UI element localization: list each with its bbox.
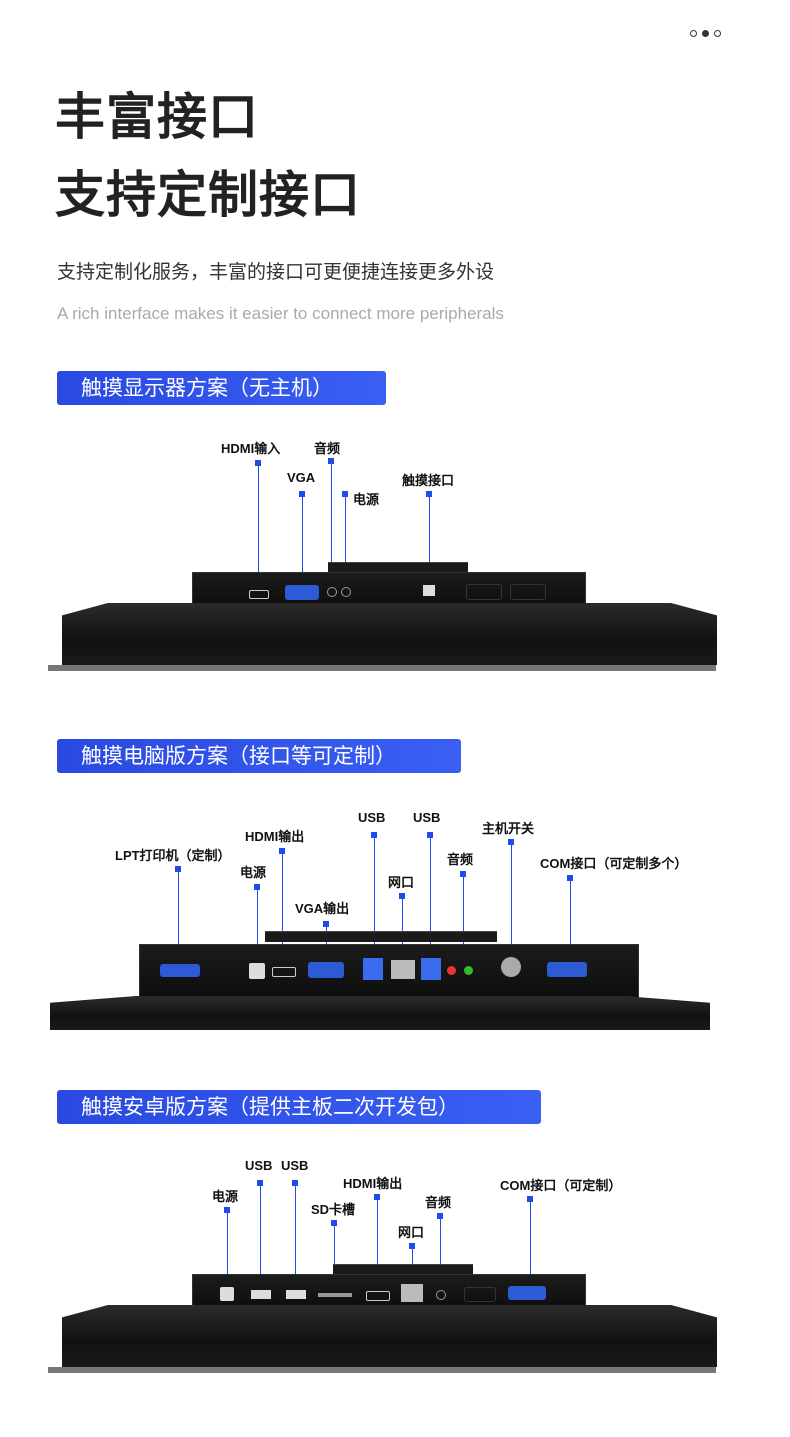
usb-port-icon: [251, 1290, 271, 1299]
power-port-icon: [341, 587, 351, 597]
label-audio: 音频: [425, 1195, 452, 1210]
audio-port-icon: [327, 587, 337, 597]
label-power-switch: 主机开关: [482, 821, 535, 836]
label-power: 电源: [353, 492, 380, 507]
vga-port-icon: [308, 962, 344, 978]
label-usb-1: USB: [245, 1158, 273, 1173]
label-audio: 音频: [314, 441, 341, 456]
hdmi-port-icon: [249, 590, 269, 599]
hdmi-port-icon: [272, 967, 296, 977]
label-power: 电源: [212, 1189, 239, 1204]
com-port-icon: [508, 1286, 546, 1300]
blank-port-icon: [510, 584, 546, 600]
usb-b-port-icon: [423, 585, 435, 596]
section-tag-monitor: 触摸显示器方案（无主机）: [57, 371, 386, 405]
label-com-port: COM接口（可定制多个）: [540, 856, 688, 871]
blank-port-icon: [466, 584, 502, 600]
section-tag-pc: 触摸电脑版方案（接口等可定制）: [57, 739, 461, 773]
subtitle-chinese: 支持定制化服务，丰富的接口可更便捷连接更多外设: [57, 261, 495, 283]
power-button-icon: [501, 957, 521, 977]
blank-port-icon: [464, 1287, 496, 1302]
pagination-dot[interactable]: [690, 30, 697, 37]
ethernet-port-icon: [401, 1284, 423, 1302]
sd-slot-icon: [318, 1293, 352, 1297]
pagination-dots: [690, 30, 721, 37]
mic-port-icon: [447, 966, 456, 975]
usb-port-icon: [363, 958, 383, 980]
pagination-dot[interactable]: [714, 30, 721, 37]
pagination-dot-active[interactable]: [702, 30, 709, 37]
usb-port-icon: [286, 1290, 306, 1299]
audio-port-icon: [436, 1290, 446, 1300]
label-ethernet: 网口: [398, 1225, 425, 1240]
label-ethernet: 网口: [388, 875, 415, 890]
hdmi-port-icon: [366, 1291, 390, 1301]
label-touch-port: 触摸接口: [402, 473, 455, 488]
power-port-icon: [220, 1287, 234, 1301]
label-hdmi-output: HDMI输出: [245, 829, 305, 844]
subtitle-english: A rich interface makes it easier to conn…: [57, 304, 504, 323]
lpt-port-icon: [160, 964, 200, 977]
label-usb-1: USB: [358, 810, 386, 825]
audio-port-icon: [464, 966, 473, 975]
label-vga-output: VGA输出: [295, 901, 350, 916]
power-port-icon: [249, 963, 265, 979]
label-hdmi-input: HDMI输入: [221, 441, 281, 456]
label-com-port: COM接口（可定制）: [500, 1178, 622, 1193]
label-audio: 音频: [447, 852, 474, 867]
vga-port-icon: [285, 585, 319, 600]
label-vga: VGA: [287, 470, 316, 485]
label-usb-2: USB: [281, 1158, 309, 1173]
label-power: 电源: [240, 865, 267, 880]
page-title-line1: 丰富接口: [55, 88, 259, 146]
label-lpt-printer: LPT打印机（定制）: [115, 848, 231, 863]
label-hdmi-output: HDMI输出: [343, 1176, 403, 1191]
page-title-line2: 支持定制接口: [55, 166, 361, 224]
com-port-icon: [547, 962, 587, 977]
section-tag-android: 触摸安卓版方案（提供主板二次开发包）: [57, 1090, 541, 1124]
label-sd-slot: SD卡槽: [311, 1202, 356, 1217]
ethernet-port-icon: [391, 960, 415, 979]
label-usb-2: USB: [413, 810, 441, 825]
usb-port-icon: [421, 958, 441, 980]
